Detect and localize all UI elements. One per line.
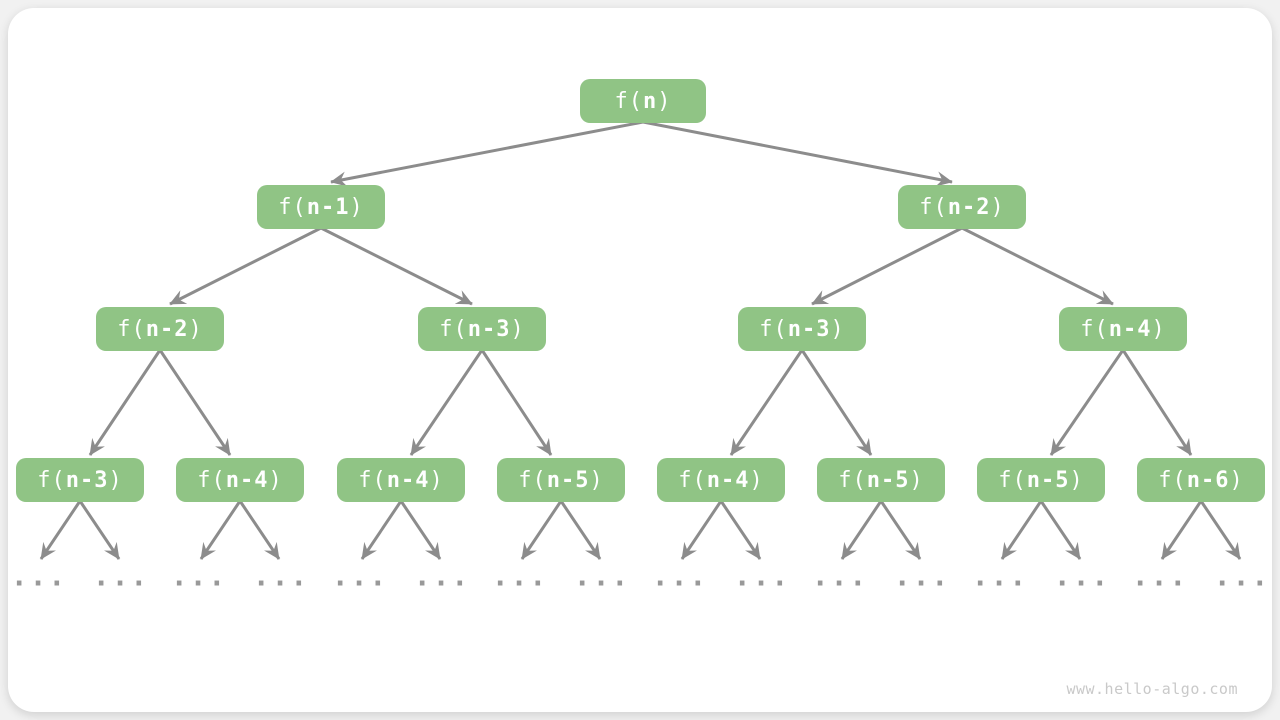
watermark: www.hello-algo.com (1066, 680, 1238, 698)
node-label-post: ) (1069, 467, 1084, 493)
node-label-pre: f( (197, 467, 226, 493)
node-label-pre: f( (998, 467, 1027, 493)
node-label-arg: n-5 (546, 467, 590, 493)
node-label-post: ) (589, 467, 604, 493)
node-label-pre: f( (614, 88, 643, 114)
node-label-pre: f( (37, 467, 66, 493)
node-label-arg: n (643, 88, 658, 114)
node-label-arg: n-4 (1108, 316, 1152, 342)
node-label-arg: n-3 (65, 467, 109, 493)
tree-node-f-n-4: f(n-4) (337, 458, 465, 502)
ellipsis-leaf: ... (893, 559, 951, 593)
node-label-arg: n-4 (706, 467, 750, 493)
ellipsis-leaf: ... (1131, 559, 1189, 593)
node-label-pre: f( (358, 467, 387, 493)
node-label-pre: f( (117, 316, 146, 342)
node-label-post: ) (1229, 467, 1244, 493)
node-label-pre: f( (518, 467, 547, 493)
tree-node-f-n-5: f(n-5) (977, 458, 1105, 502)
node-label-pre: f( (278, 194, 307, 220)
node-label-arg: n-4 (225, 467, 269, 493)
node-label-pre: f( (1158, 467, 1187, 493)
node-label-arg: n-3 (467, 316, 511, 342)
tree-node-f-n-5: f(n-5) (817, 458, 945, 502)
tree-node-f-n-3: f(n-3) (738, 307, 866, 351)
node-label-post: ) (657, 88, 672, 114)
node-label-post: ) (188, 316, 203, 342)
ellipsis-leaf: ... (573, 559, 631, 593)
node-label-pre: f( (439, 316, 468, 342)
node-label-pre: f( (1080, 316, 1109, 342)
tree-node-f-n: f(n) (580, 79, 706, 123)
ellipsis-leaf: ... (733, 559, 791, 593)
ellipsis-leaf: ... (651, 559, 709, 593)
node-label-post: ) (830, 316, 845, 342)
node-label-post: ) (349, 194, 364, 220)
ellipsis-leaf: ... (811, 559, 869, 593)
tree-node-f-n-4: f(n-4) (1059, 307, 1187, 351)
tree-node-f-n-4: f(n-4) (657, 458, 785, 502)
node-label-post: ) (990, 194, 1005, 220)
node-label-post: ) (429, 467, 444, 493)
node-label-post: ) (749, 467, 764, 493)
tree-node-f-n-3: f(n-3) (16, 458, 144, 502)
node-label-arg: n-6 (1186, 467, 1230, 493)
node-label-post: ) (1151, 316, 1166, 342)
node-label-arg: n-1 (306, 194, 350, 220)
node-label-pre: f( (678, 467, 707, 493)
ellipsis-leaf: ... (971, 559, 1029, 593)
tree-node-f-n-3: f(n-3) (418, 307, 546, 351)
ellipsis-leaf: ... (1053, 559, 1111, 593)
node-label-post: ) (108, 467, 123, 493)
ellipsis-leaf: ... (252, 559, 310, 593)
node-label-arg: n-4 (386, 467, 430, 493)
node-label-pre: f( (919, 194, 948, 220)
ellipsis-leaf: ... (92, 559, 150, 593)
tree-node-f-n-5: f(n-5) (497, 458, 625, 502)
node-label-arg: n-5 (1026, 467, 1070, 493)
node-label-post: ) (268, 467, 283, 493)
tree-node-f-n-4: f(n-4) (176, 458, 304, 502)
ellipsis-leaf: ... (491, 559, 549, 593)
node-label-arg: n-5 (866, 467, 910, 493)
node-label-arg: n-2 (947, 194, 991, 220)
tree-node-f-n-1: f(n-1) (257, 185, 385, 229)
node-label-arg: n-2 (145, 316, 189, 342)
node-label-post: ) (909, 467, 924, 493)
tree-node-f-n-6: f(n-6) (1137, 458, 1265, 502)
node-label-post: ) (510, 316, 525, 342)
node-label-pre: f( (838, 467, 867, 493)
node-label-pre: f( (759, 316, 788, 342)
ellipsis-leaf: ... (170, 559, 228, 593)
tree-node-f-n-2: f(n-2) (898, 185, 1026, 229)
ellipsis-leaf: ... (10, 559, 68, 593)
tree-node-f-n-2: f(n-2) (96, 307, 224, 351)
ellipsis-leaf: ... (1213, 559, 1271, 593)
node-label-arg: n-3 (787, 316, 831, 342)
ellipsis-leaf: ... (331, 559, 389, 593)
ellipsis-leaf: ... (413, 559, 471, 593)
